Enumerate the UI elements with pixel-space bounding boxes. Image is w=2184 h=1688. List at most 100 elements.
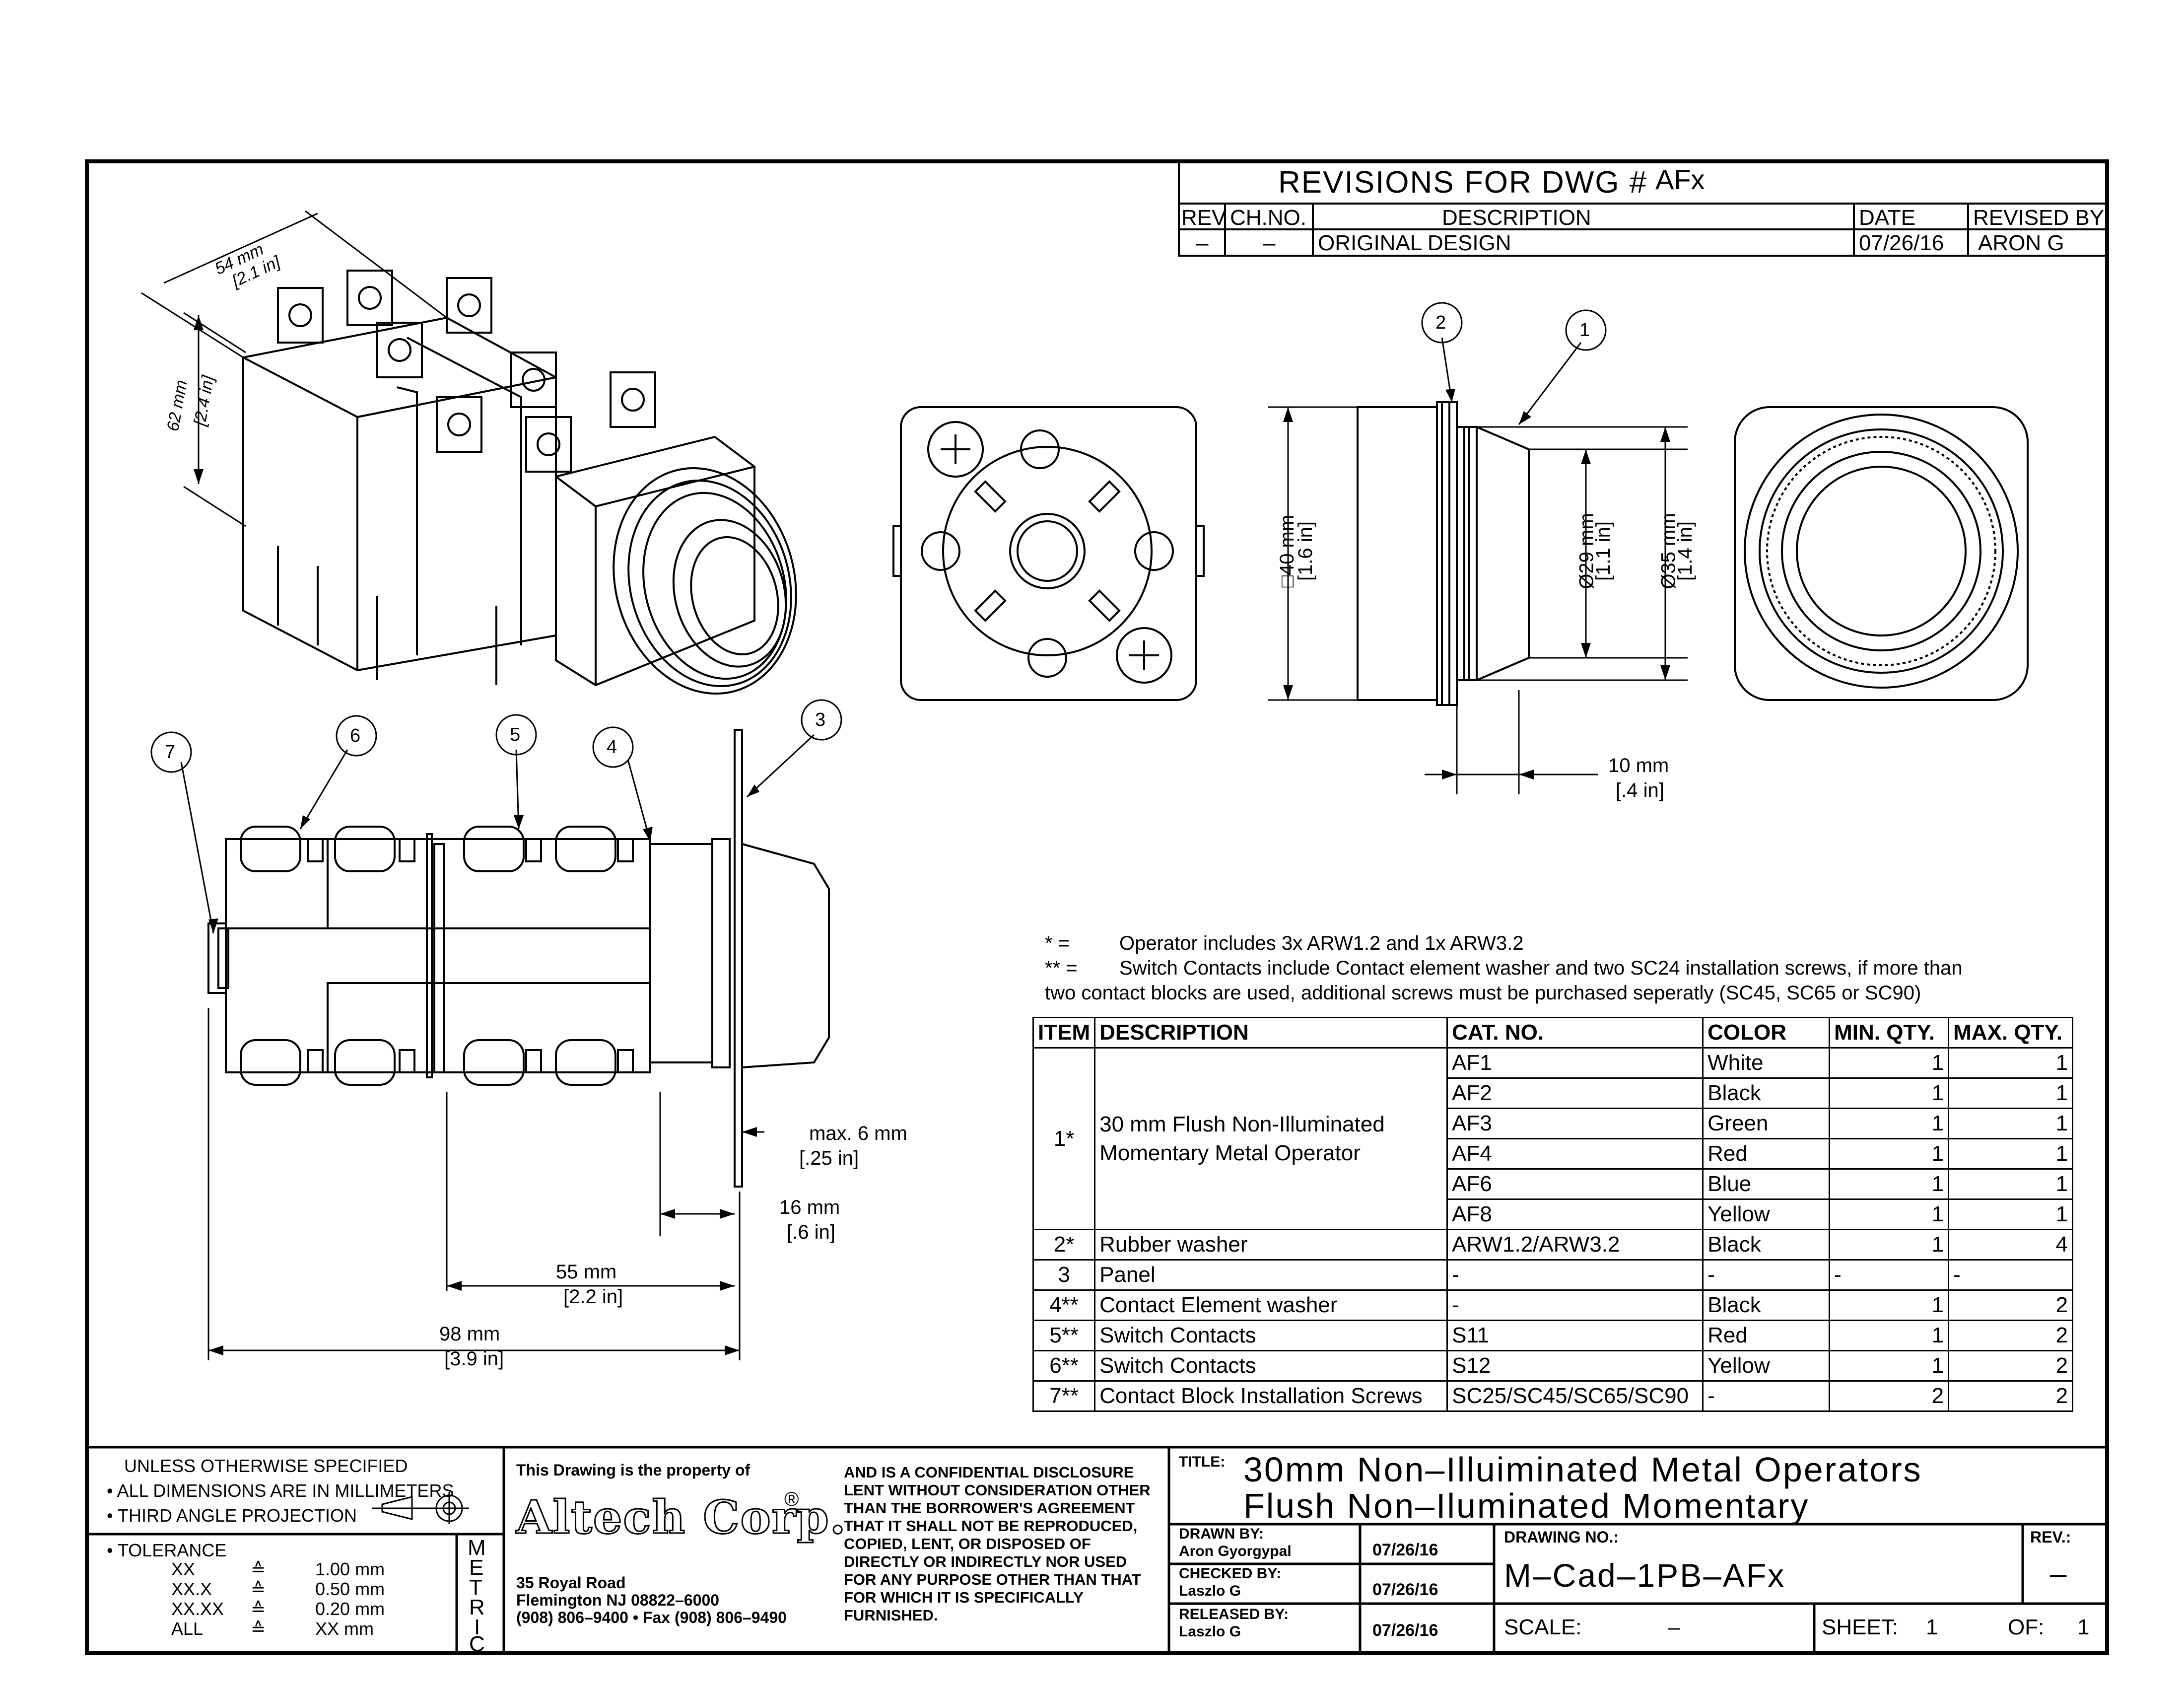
note-star-text: Operator includes 3x ARW1.2 and 1x ARW3.… (1119, 932, 1524, 954)
front-view (892, 406, 1205, 701)
address-line-2: Flemington NJ 08822–6000 (516, 1591, 720, 1609)
bom-item: 2* (1032, 1229, 1096, 1261)
bom-color: Red (1702, 1138, 1831, 1170)
bom-min-qty: 1 (1829, 1047, 1950, 1079)
bom-min-qty: 1 (1829, 1198, 1950, 1230)
bom-header-cat-no: CAT. NO. (1446, 1017, 1704, 1049)
drawing-title-line-2: Flush Non–Iluminated Momentary (1243, 1486, 1810, 1525)
tol-symbol: ≙ (251, 1579, 266, 1599)
bom-min-qty: 1 (1829, 1350, 1950, 1382)
bom-color: Green (1702, 1108, 1831, 1139)
bom-max-qty: 1 (1948, 1168, 2074, 1200)
side-profile-view (1268, 337, 1688, 794)
revisions-block (1178, 160, 2108, 257)
tol-value: 0.50 mm (315, 1579, 385, 1599)
bom-desc-line1: 30 mm Flush Non-Illuminated (1099, 1112, 1385, 1137)
checked-date: 07/26/16 (1372, 1580, 1438, 1599)
table-row: 5** Switch Contacts S11 Red 1 2 (1032, 1320, 2074, 1351)
rev-header-change: CH.NO. (1230, 206, 1306, 230)
bom-header-color: COLOR (1702, 1017, 1831, 1049)
bom-cat-no: SC25/SC45/SC65/SC90 (1446, 1380, 1704, 1412)
note-double-star-mark: ** = (1045, 957, 1078, 979)
bom-cat-no: S12 (1446, 1350, 1704, 1382)
address-line-3: (908) 806–9400 • Fax (908) 806–9490 (516, 1609, 787, 1626)
bom-color: - (1702, 1380, 1831, 1412)
bom-header-max-qty: MAX. QTY. (1948, 1017, 2074, 1049)
bom-max-qty: 1 (1948, 1077, 2074, 1109)
drawn-by-label: DRAWN BY: (1179, 1526, 1264, 1542)
rev-row-revised-by: ARON G (1978, 231, 2064, 255)
balloon-6: 6 (350, 725, 361, 746)
drawing-title-line-1: 30mm Non–Illuiminated Metal Operators (1243, 1450, 1922, 1489)
registered-mark: ® (784, 1488, 799, 1510)
tb-all-dimensions: • ALL DIMENSIONS ARE IN MILLIMETERS (107, 1480, 454, 1501)
bom-max-qty: - (1948, 1259, 2074, 1291)
bom-max-qty: 2 (1948, 1320, 2074, 1351)
table-row: AF8 Yellow 1 1 (1033, 1198, 2074, 1230)
bom-item: 1* (1032, 1047, 1096, 1230)
address-line-1: 35 Royal Road (516, 1574, 626, 1592)
bom-color: Black (1702, 1229, 1831, 1261)
sheet-value: 1 (1926, 1615, 1938, 1639)
bom-min-qty: 1 (1829, 1168, 1950, 1200)
bom-max-qty: 1 (1948, 1047, 2074, 1079)
metric-letter: I (474, 1615, 480, 1639)
tol-symbol: ≙ (251, 1599, 266, 1619)
isometric-view (141, 210, 797, 695)
balloon-2: 2 (1435, 312, 1446, 333)
assembly-side-view (180, 729, 830, 1360)
bom-header-description: DESCRIPTION (1094, 1017, 1448, 1049)
drawing-no-label: DRAWING NO.: (1504, 1528, 1619, 1546)
bom-max-qty: 1 (1948, 1198, 2074, 1230)
dim-16-mm: 16 mm (779, 1196, 840, 1218)
checked-by-label: CHECKED BY: (1179, 1565, 1282, 1582)
rev-header-rev: REV (1181, 206, 1227, 230)
bom-color: Black (1702, 1077, 1831, 1109)
bom-description: Contact Block Installation Screws (1094, 1380, 1448, 1412)
scale-value: – (1668, 1615, 1680, 1639)
rev-header-description: DESCRIPTION (1442, 206, 1591, 230)
title-block-frame (87, 1446, 2107, 1653)
confidential-line: FOR WHICH IT IS SPECIFICALLY (844, 1589, 1084, 1606)
table-row: 3 Panel - - - - (1032, 1259, 2074, 1291)
scale-label: SCALE: (1504, 1615, 1582, 1639)
balloon-1: 1 (1579, 320, 1590, 341)
dim-98-mm: 98 mm (439, 1323, 500, 1345)
title-label: TITLE: (1179, 1454, 1226, 1470)
bom-item: 7** (1032, 1380, 1096, 1412)
table-row: 4** Contact Element washer - Black 1 2 (1032, 1289, 2074, 1321)
of-value: 1 (2077, 1615, 2090, 1639)
confidential-line: COPIED, LENT, OR DISPOSED OF (844, 1535, 1091, 1552)
drawing-number: M–Cad–1PB–AFx (1504, 1557, 1786, 1594)
of-label: OF: (2008, 1615, 2045, 1639)
metric-letter: C (469, 1632, 485, 1656)
sheet-border (85, 159, 2109, 1655)
table-row: AF3 Green 1 1 (1033, 1108, 2074, 1139)
bom-min-qty: - (1829, 1259, 1950, 1291)
bom-cat-no: AF6 (1446, 1168, 1704, 1200)
dim-max6-mm: max. 6 mm (809, 1123, 907, 1144)
bom-cat-no: AF3 (1446, 1108, 1704, 1139)
dim-16-in: [.6 in] (787, 1221, 835, 1243)
dim-10-in: [.4 in] (1616, 779, 1664, 801)
rev-header-date: DATE (1859, 206, 1916, 230)
note-double-star-text-cont: two contact blocks are used, additional … (1045, 982, 1921, 1004)
bom-header-row: ITEM DESCRIPTION CAT. NO. COLOR MIN. QTY… (1032, 1017, 2074, 1049)
rev-value: – (2050, 1557, 2067, 1590)
bom-cat-no: AF1 (1446, 1047, 1704, 1079)
bom-color: Red (1702, 1320, 1831, 1351)
tol-value: 0.20 mm (315, 1599, 385, 1619)
bom-max-qty: 2 (1948, 1350, 2074, 1382)
bom-color: Yellow (1702, 1350, 1831, 1382)
bom-max-qty: 1 (1948, 1108, 2074, 1139)
drawn-date: 07/26/16 (1372, 1541, 1438, 1559)
bom-description: Rubber washer (1094, 1229, 1448, 1261)
note-double-star-text: Switch Contacts include Contact element … (1119, 957, 1963, 979)
drawn-by-name: Aron Gyorgypal (1179, 1543, 1292, 1559)
metric-letter: T (469, 1575, 482, 1600)
bom-color: Blue (1702, 1168, 1831, 1200)
bom-cat-no: ARW1.2/ARW3.2 (1446, 1229, 1704, 1261)
bom-max-qty: 2 (1948, 1380, 2074, 1412)
bom-description: Panel (1094, 1259, 1448, 1291)
table-row: 6** Switch Contacts S12 Yellow 1 2 (1032, 1350, 2074, 1382)
